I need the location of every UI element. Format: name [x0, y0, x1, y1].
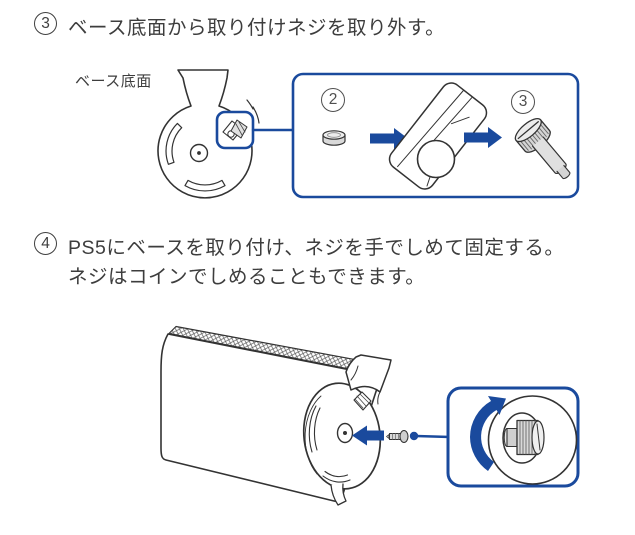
leader-dot	[409, 431, 419, 441]
arrow-left-icon	[352, 425, 384, 446]
screw-hole-cap	[322, 130, 346, 146]
small-screw	[386, 429, 409, 444]
cap-part-marker: 2	[321, 88, 345, 112]
base-bottom-tab	[330, 483, 347, 506]
screw-compartment-icon	[222, 119, 248, 141]
figure-base-bottom-view	[157, 69, 580, 199]
step4-instruction-line1: PS5にベースを取り付け、ネジを手でしめて固定する。	[68, 237, 565, 259]
compartment-cover	[388, 82, 488, 190]
mounting-screw	[514, 118, 571, 180]
base-slot-arcs	[308, 405, 351, 483]
step3-number-marker: 3	[34, 12, 57, 35]
step3-instruction: ベース底面から取り付けネジを取り外す。	[68, 17, 446, 39]
base-center-hole-side	[336, 422, 354, 444]
rotate-arrow-icon	[470, 396, 506, 471]
leader-line	[414, 434, 452, 439]
step4-number-marker: 4	[34, 232, 57, 255]
base-bottom-outline	[157, 69, 253, 199]
screw-closeup	[470, 395, 578, 485]
thumbscrew-head	[503, 419, 545, 456]
base-side-view	[302, 354, 392, 506]
base-compartment-detail	[353, 391, 372, 411]
base-bottom-label: ベース底面	[75, 73, 152, 90]
compartment-arc-ticks	[246, 99, 260, 124]
screw-part-marker: 3	[511, 90, 535, 114]
base-slots	[165, 122, 226, 192]
base-neck	[345, 354, 392, 393]
base-center-hole	[189, 143, 209, 163]
base-neck-folds	[350, 365, 381, 405]
step4-instruction-line2: ネジはコインでしめることもできます。	[68, 266, 426, 288]
figure-attach-base	[160, 325, 580, 506]
base-rim-arc	[304, 395, 322, 475]
arrow-right-icon	[464, 127, 502, 148]
